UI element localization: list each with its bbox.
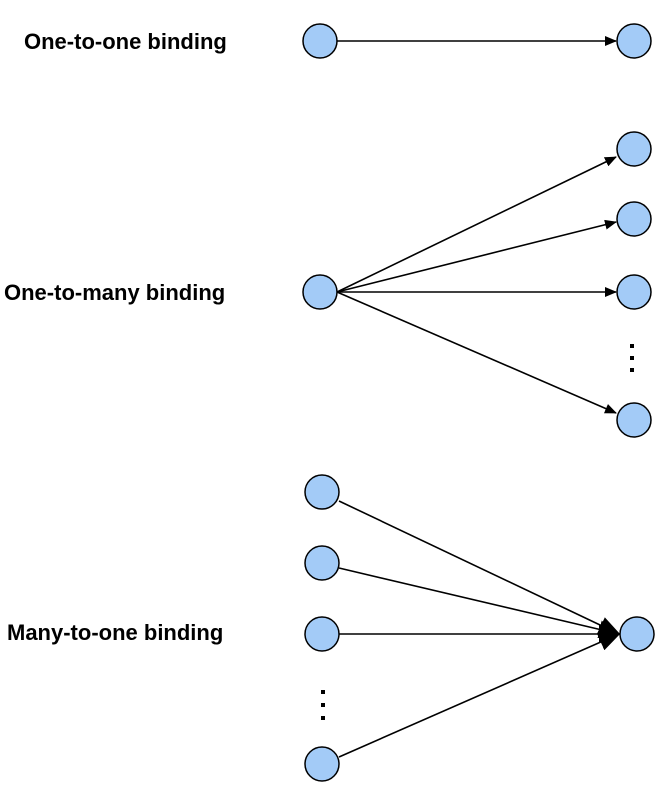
one-to-many-edge-2 <box>336 219 617 293</box>
many-to-one-edge-2 <box>338 567 621 639</box>
source-node <box>302 23 338 59</box>
source-node-2 <box>304 545 340 581</box>
source-node-1 <box>304 474 340 510</box>
source-node <box>302 274 338 310</box>
source-node-4 <box>304 746 340 782</box>
one-to-many-label: One-to-many binding <box>4 280 225 305</box>
one-to-many-section: One-to-many binding <box>4 131 652 438</box>
source-node-3 <box>304 616 340 652</box>
target-node <box>619 616 655 652</box>
many-to-one-label: Many-to-one binding <box>7 620 223 645</box>
target-node-2 <box>616 201 652 237</box>
one-to-one-section: One-to-one binding <box>24 23 652 59</box>
many-to-one-edge-4 <box>338 633 621 758</box>
one-to-many-edge-1 <box>336 156 617 293</box>
target-node-3 <box>616 274 652 310</box>
vertical-ellipsis-icon <box>630 344 634 372</box>
target-node-4 <box>616 402 652 438</box>
many-to-one-section: Many-to-one binding <box>7 474 655 782</box>
one-to-many-edge-4 <box>336 291 617 414</box>
target-node <box>616 23 652 59</box>
many-to-one-edge-1 <box>338 500 621 635</box>
target-node-1 <box>616 131 652 167</box>
one-to-one-label: One-to-one binding <box>24 29 227 54</box>
vertical-ellipsis-icon <box>321 690 325 720</box>
